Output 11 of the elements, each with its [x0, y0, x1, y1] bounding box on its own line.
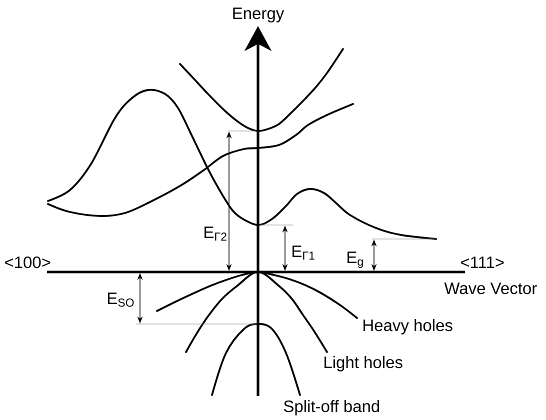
- band-label: Light holes: [324, 356, 402, 372]
- dimension-label: E$_{Γ2}$: [204, 226, 226, 241]
- direction-label: <111>: [461, 256, 504, 268]
- band-label: Heavy holes: [364, 319, 452, 334]
- dimension-label: E$_{SO}$: [108, 292, 134, 307]
- axis-label: Wave Vector: [444, 282, 537, 294]
- dimension-label: E$_{g}$: [348, 252, 363, 268]
- direction-label: <100>: [5, 256, 50, 268]
- dimension-label: E$_{Γ1}$: [292, 246, 314, 260]
- axis-label: Energy: [233, 8, 284, 22]
- band-label: Split-off band: [284, 400, 380, 416]
